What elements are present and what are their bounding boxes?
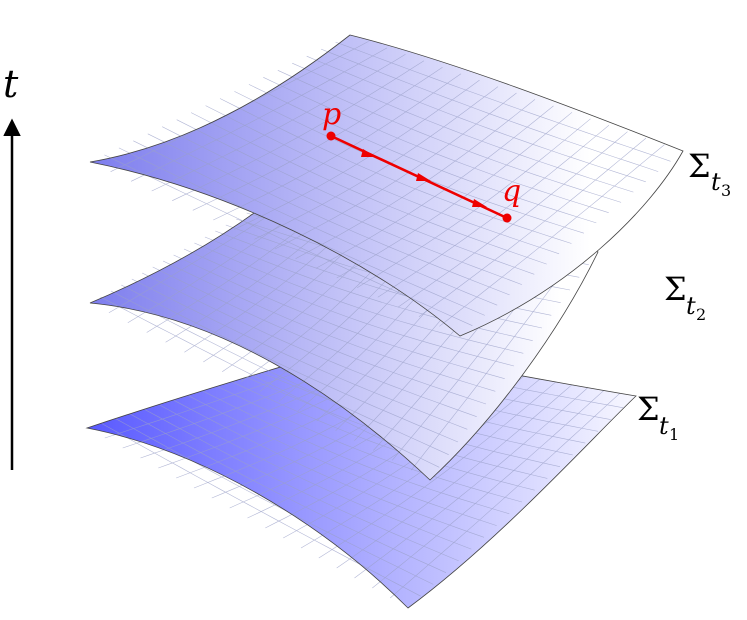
grid-line <box>377 124 610 298</box>
grid-line <box>318 381 557 559</box>
grid-line <box>315 105 554 269</box>
grid-line <box>130 47 388 182</box>
grid-line <box>390 392 621 599</box>
grid-line <box>354 387 589 579</box>
grid-line <box>151 54 406 192</box>
point-q <box>502 213 512 223</box>
grid-line <box>300 378 541 549</box>
sheet-label-t2-symbol: Σ <box>664 270 687 308</box>
sheet-t3 <box>89 34 684 337</box>
grid-line <box>336 112 573 279</box>
grid-line <box>254 86 499 240</box>
sheet-t1-surface <box>87 345 636 608</box>
time-axis-label: t <box>3 62 19 106</box>
grid-line <box>172 60 425 201</box>
sheet-label-t3-subscript-index: 3 <box>721 181 731 200</box>
sheet-t3-surface <box>90 35 683 336</box>
sheet-label-t1-symbol: Σ <box>637 390 660 428</box>
grid-line <box>439 144 665 327</box>
sheet-label-t3-symbol: Σ <box>688 147 711 185</box>
sheet-label-t3-subscript-var: t <box>711 168 721 196</box>
grid-line <box>192 66 443 211</box>
point-p-label: p <box>322 97 341 132</box>
sheet-label-t1: Σ t 1 <box>637 390 679 444</box>
grid-line <box>336 384 573 569</box>
sheet-label-t2-subscript-index: 2 <box>696 305 706 324</box>
grid-line <box>357 118 591 288</box>
grid-line <box>418 137 647 317</box>
sheet-label-t2: Σ t 2 <box>664 270 706 324</box>
grid-line <box>213 73 462 221</box>
path-p-to-q: p q <box>322 97 521 223</box>
sheet-label-t1-subscript-index: 1 <box>669 425 679 444</box>
sheet-label-t3: Σ t 3 <box>688 147 731 200</box>
time-axis: t <box>3 62 21 470</box>
grid-line <box>372 390 605 589</box>
grid-line <box>233 79 480 230</box>
sheet-label-t1-subscript-var: t <box>659 412 669 440</box>
grid-line <box>274 92 517 250</box>
sheet-label-t2-subscript-var: t <box>686 292 696 320</box>
point-p <box>326 131 336 141</box>
grid-line <box>398 131 628 308</box>
grid-line <box>295 99 536 259</box>
sheet-t3-edge <box>89 34 684 337</box>
path-arrowhead <box>416 173 431 181</box>
point-q-label: q <box>502 174 521 209</box>
path-arrowhead <box>361 149 376 157</box>
grid-line <box>410 248 581 471</box>
path-arrowhead <box>472 199 487 207</box>
